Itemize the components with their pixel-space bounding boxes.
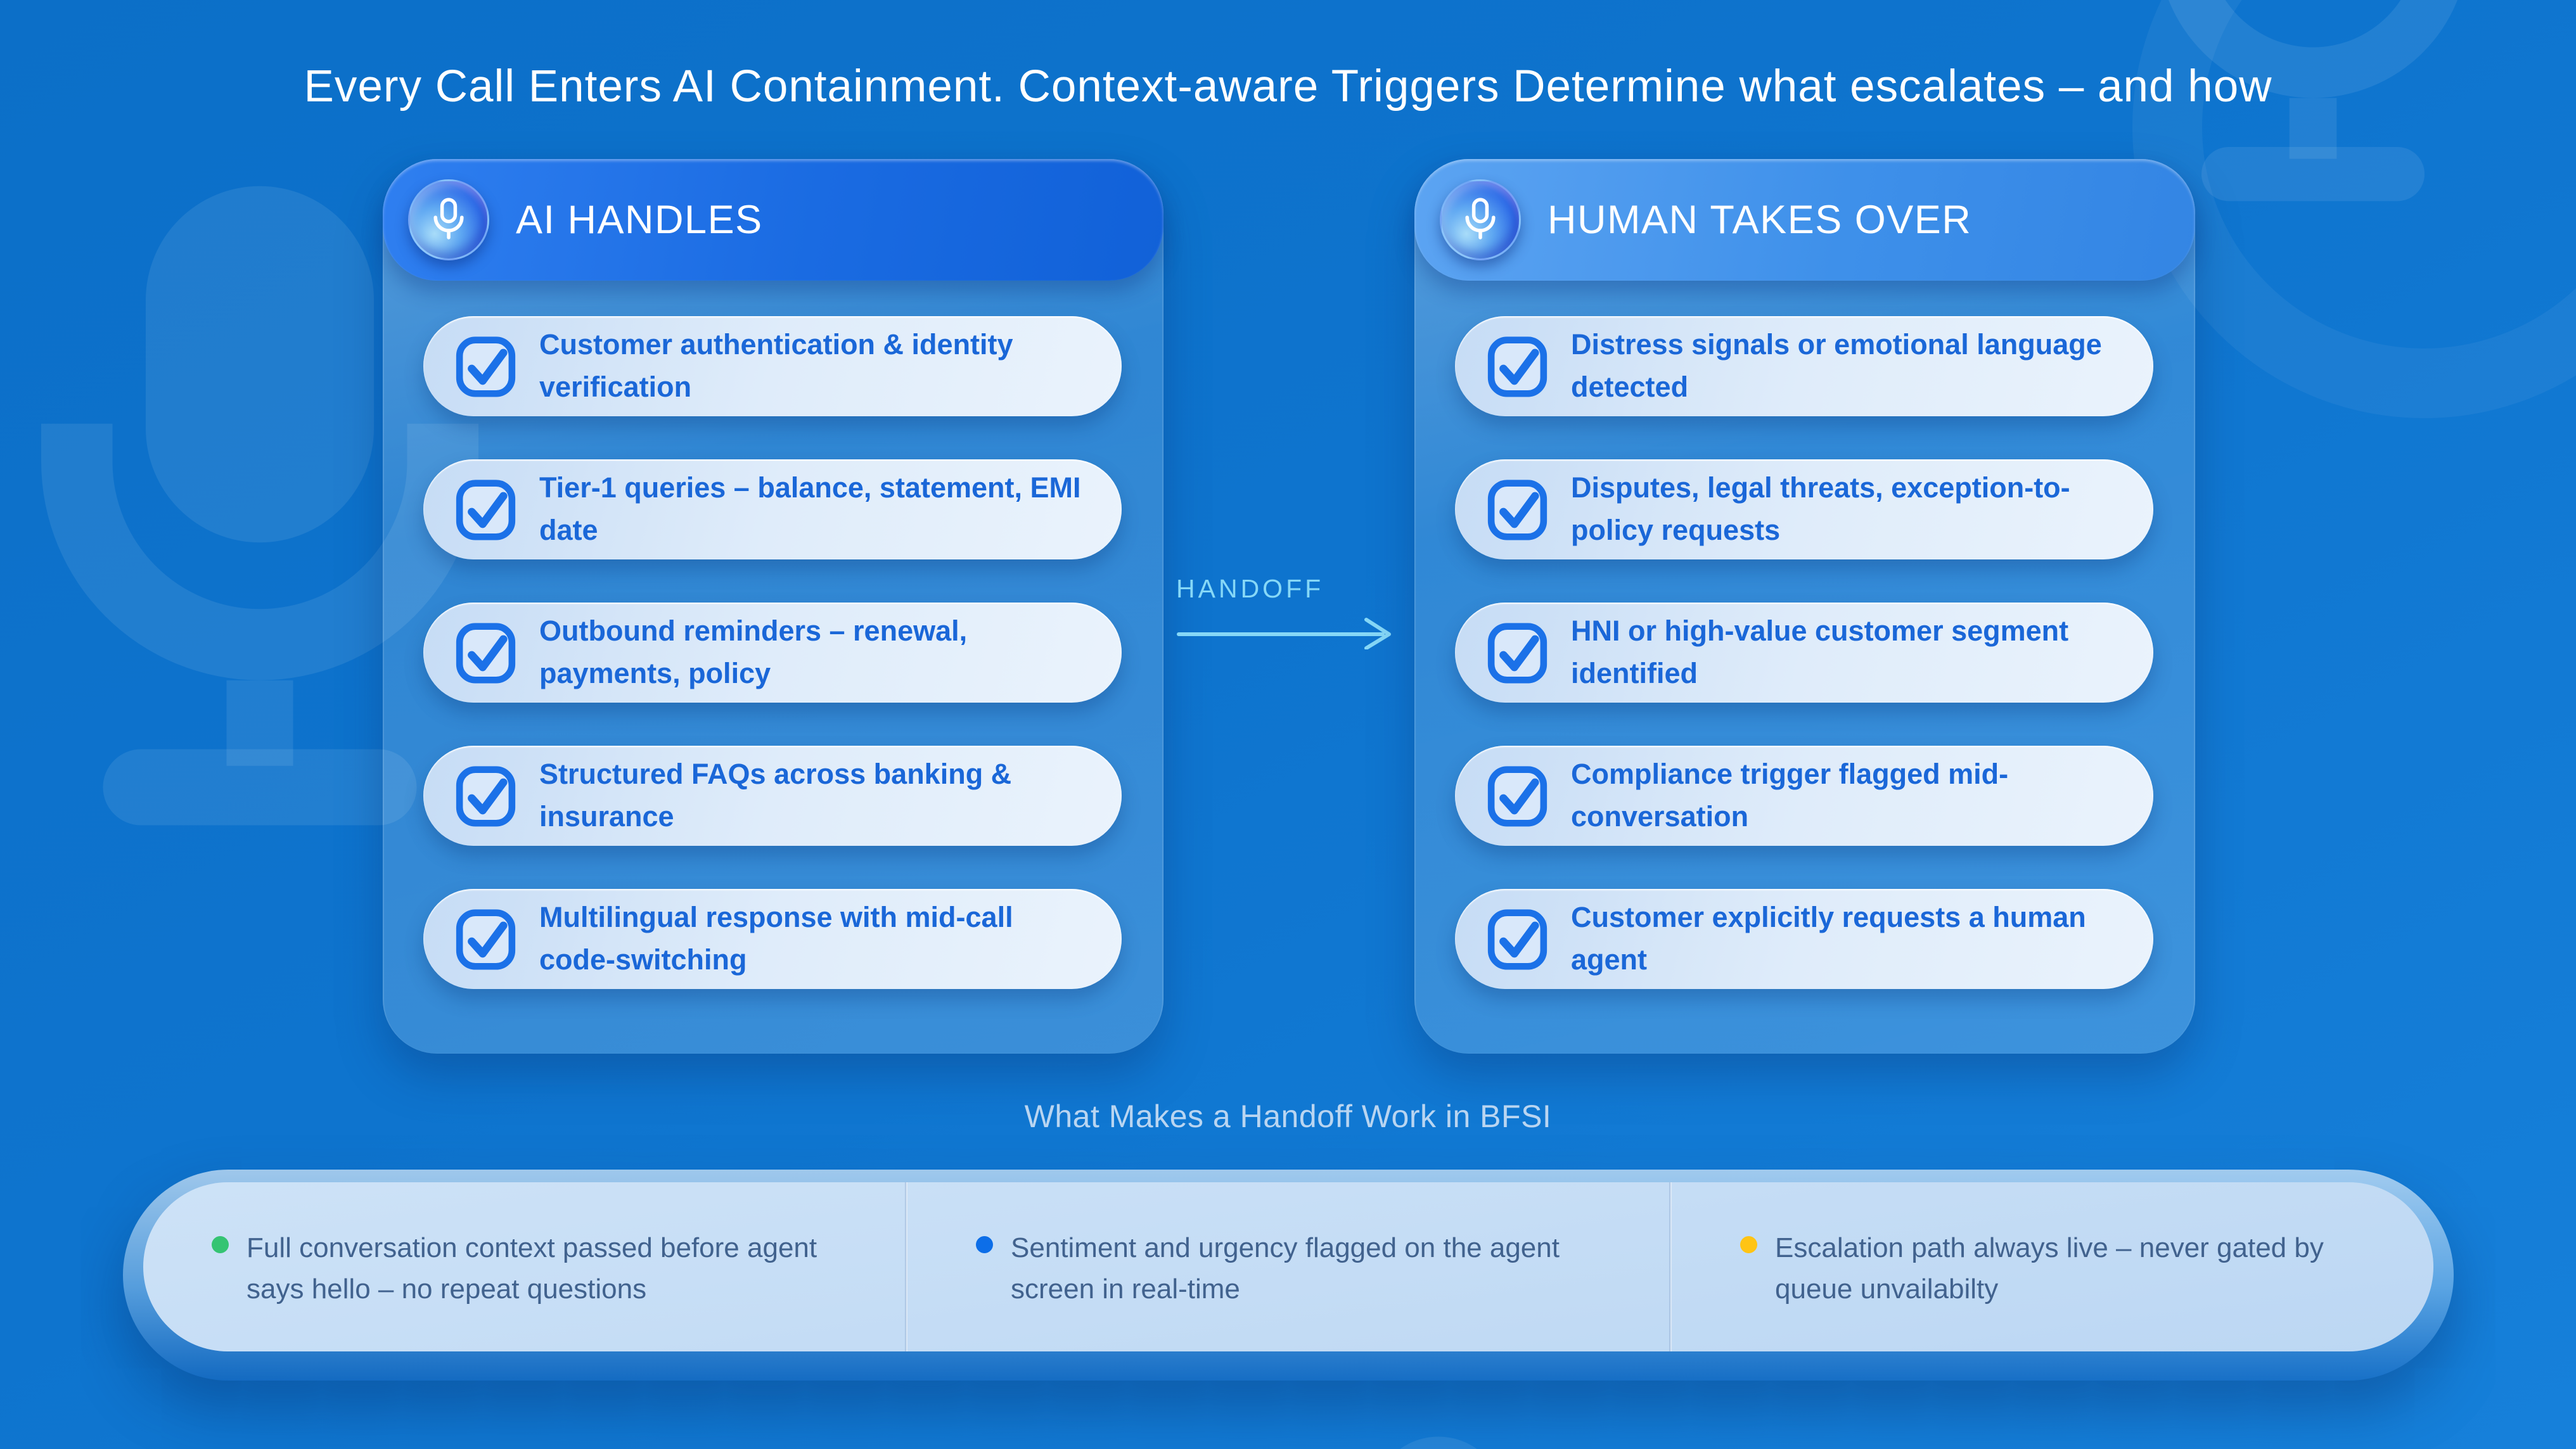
microphone-icon — [1465, 198, 1496, 239]
page-title: Every Call Enters AI Containment. Contex… — [304, 61, 2272, 112]
list-item: Structured FAQs across banking & insuran… — [423, 746, 1122, 846]
list-item: Outbound reminders – renewal, payments, … — [423, 603, 1122, 703]
human-takes-over-header: HUMAN TAKES OVER — [1414, 159, 2195, 281]
ai-handles-card: AI HANDLES Customer authentication & ide… — [383, 159, 1163, 1054]
list-item-text: Outbound reminders – renewal, payments, … — [539, 615, 968, 689]
microphone-icon — [433, 198, 464, 239]
checkbox-check-icon — [456, 336, 516, 397]
handoff-factors-inner-panel: Full conversation context passed before … — [143, 1182, 2433, 1351]
list-item: HNI or high-value customer segment ident… — [1455, 603, 2153, 703]
handoff-factor-text: Sentiment and urgency flagged on the age… — [1011, 1232, 1560, 1305]
checkbox-check-icon — [1487, 480, 1548, 540]
handoff-factor-item: Escalation path always live – never gate… — [1672, 1182, 2433, 1351]
list-item-text: Multilingual response with mid-call code… — [539, 901, 1013, 976]
microphone-badge — [408, 179, 489, 260]
handoff-factor-text: Full conversation context passed before … — [247, 1232, 817, 1305]
list-item: Multilingual response with mid-call code… — [423, 889, 1122, 989]
arrow-right-icon — [1177, 618, 1391, 649]
bullet-dot-blue — [976, 1236, 993, 1253]
checkbox-check-icon — [1487, 766, 1548, 827]
checkbox-check-icon — [1487, 623, 1548, 684]
bullet-dot-green — [212, 1236, 229, 1253]
bottom-section-heading: What Makes a Handoff Work in BFSI — [1024, 1099, 1552, 1134]
checkbox-check-icon — [1487, 909, 1548, 970]
list-item-text: Disputes, legal threats, exception-to-po… — [1571, 471, 2070, 546]
background-microphone-icon-top-left — [0, 32, 545, 982]
ai-handles-title: AI HANDLES — [516, 198, 763, 242]
checkbox-check-icon — [456, 909, 516, 970]
human-takes-over-card: HUMAN TAKES OVER Distress signals or emo… — [1414, 159, 2195, 1054]
list-item: Compliance trigger flagged mid-conversat… — [1455, 746, 2153, 846]
list-item-text: Customer authentication & identity verif… — [539, 328, 1013, 403]
list-item: Distress signals or emotional language d… — [1455, 316, 2153, 416]
bullet-dot-yellow — [1740, 1236, 1757, 1253]
checkbox-check-icon — [1487, 336, 1548, 397]
list-item-text: Customer explicitly requests a human age… — [1571, 901, 2086, 976]
list-item-text: Distress signals or emotional language d… — [1571, 328, 2102, 403]
list-item-text: Compliance trigger flagged mid-conversat… — [1571, 758, 2009, 833]
background-microphone-icon-bottom-center — [1274, 1350, 1603, 1449]
handoff-factor-text: Escalation path always live – never gate… — [1775, 1232, 2324, 1305]
ai-handles-header: AI HANDLES — [383, 159, 1163, 281]
list-item: Disputes, legal threats, exception-to-po… — [1455, 459, 2153, 559]
list-item-text: Tier-1 queries – balance, statement, EMI… — [539, 471, 1081, 546]
microphone-badge — [1440, 179, 1521, 260]
checkbox-check-icon — [456, 766, 516, 827]
list-item-text: Structured FAQs across banking & insuran… — [539, 758, 1012, 833]
vertical-divider — [1669, 1182, 1672, 1351]
ai-handles-checklist: Customer authentication & identity verif… — [423, 316, 1122, 989]
human-takes-over-checklist: Distress signals or emotional language d… — [1455, 316, 2153, 989]
list-item: Tier-1 queries – balance, statement, EMI… — [423, 459, 1122, 559]
list-item-text: HNI or high-value customer segment ident… — [1571, 615, 2069, 689]
handoff-indicator: HANDOFF — [1176, 574, 1398, 649]
list-item: Customer explicitly requests a human age… — [1455, 889, 2153, 989]
checkbox-check-icon — [456, 623, 516, 684]
human-takes-over-title: HUMAN TAKES OVER — [1548, 198, 1972, 242]
list-item: Customer authentication & identity verif… — [423, 316, 1122, 416]
handoff-factors-bar: Full conversation context passed before … — [123, 1170, 2454, 1381]
handoff-factor-item: Full conversation context passed before … — [143, 1182, 905, 1351]
handoff-label: HANDOFF — [1176, 574, 1324, 603]
handoff-factor-item: Sentiment and urgency flagged on the age… — [907, 1182, 1669, 1351]
vertical-divider — [905, 1182, 907, 1351]
checkbox-check-icon — [456, 480, 516, 540]
